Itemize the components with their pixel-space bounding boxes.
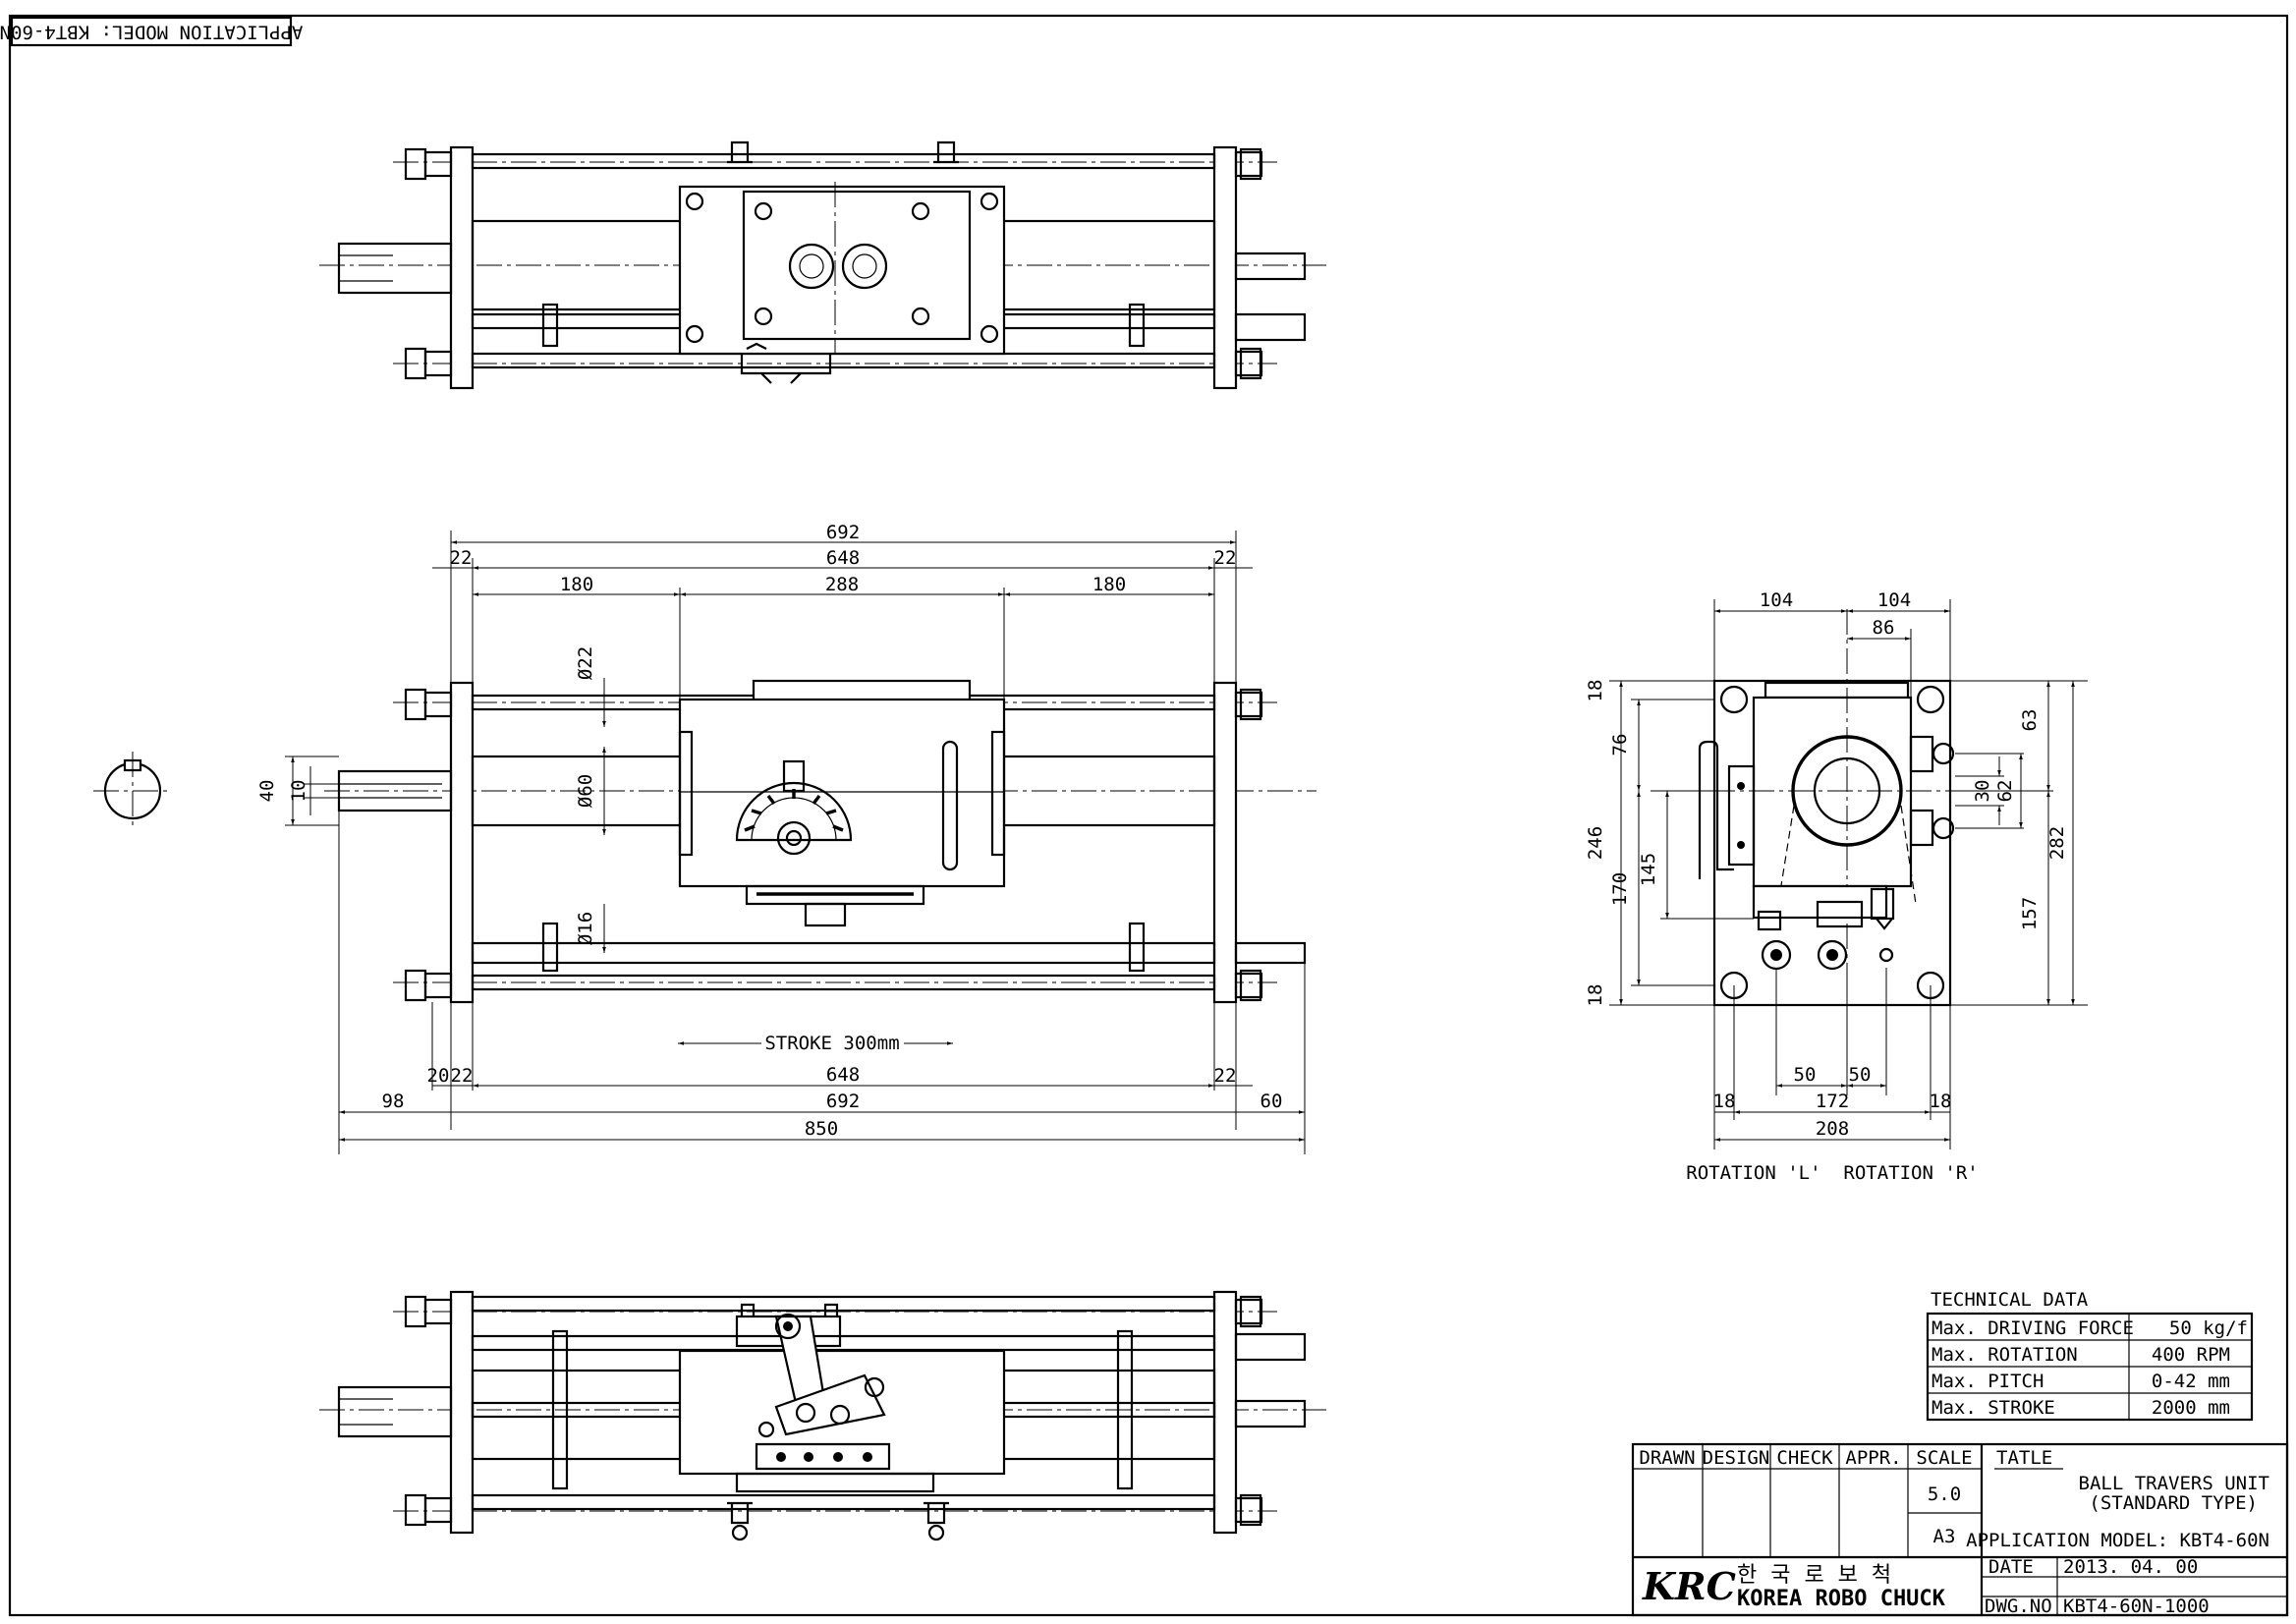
side-dim-18-bottom: 18 [1585, 984, 1606, 1007]
tech-row-label: Max. STROKE [1932, 1397, 2055, 1419]
bottom-view [319, 1290, 1326, 1541]
side-view: 104 104 86 18 76 246 170 145 18 63 [1585, 589, 2088, 1184]
side-dim-172: 172 [1816, 1091, 1849, 1112]
sheet-border [8, 14, 2289, 1617]
side-dim-30: 30 [1972, 780, 1993, 803]
rotation-label: ROTATION 'L' ROTATION 'R' [1686, 1162, 1978, 1184]
header-drawn: DRAWN [1639, 1447, 1695, 1469]
company-korean: 한 국 로 보 척 [1737, 1563, 1891, 1588]
dim-20: 20 [427, 1065, 450, 1087]
dim-288: 288 [825, 574, 859, 595]
header-check: CHECK [1776, 1447, 1833, 1469]
side-dim-76: 76 [1609, 734, 1631, 756]
dim-98: 98 [382, 1091, 405, 1112]
side-dim-145: 145 [1638, 853, 1659, 886]
side-dim-282: 282 [2046, 826, 2068, 860]
side-dim-50-right: 50 [1849, 1064, 1872, 1086]
stroke-label: STROKE 300mm [764, 1033, 899, 1054]
side-dim-18-top: 18 [1585, 680, 1606, 702]
tech-row-label: Max. PITCH [1932, 1371, 2044, 1392]
application-model: APPLICATION MODEL: KBT4-60N [1966, 1530, 2269, 1551]
dim-692-top: 692 [826, 522, 860, 543]
dim-850: 850 [805, 1118, 838, 1140]
side-dim-208: 208 [1816, 1118, 1849, 1140]
dim-648-top: 648 [826, 547, 860, 569]
dwg-value: KBT4-60N-1000 [2063, 1596, 2210, 1617]
dim-22-top-right: 22 [1214, 547, 1237, 569]
dim-60: 60 [1260, 1091, 1283, 1112]
side-dim-63: 63 [2019, 709, 2041, 732]
dim-648-bottom: 648 [826, 1064, 860, 1086]
dim-10: 10 [288, 780, 309, 803]
side-dim-157: 157 [2019, 897, 2041, 930]
side-dim-86: 86 [1873, 617, 1895, 639]
side-dim-50-left: 50 [1794, 1064, 1817, 1086]
date-label: DATE [1988, 1556, 2034, 1578]
tech-row-label: Max. ROTATION [1932, 1344, 2078, 1366]
dim-22-top-left: 22 [450, 547, 473, 569]
side-dim-104-right: 104 [1877, 589, 1911, 611]
header-appr: APPR. [1845, 1447, 1901, 1469]
dim-40: 40 [256, 780, 278, 803]
technical-data-table: TECHNICAL DATA Max. DRIVING FORCE 50 kg/… [1926, 1289, 2254, 1422]
side-dim-246: 246 [1585, 826, 1606, 860]
title-label: TATLE [1996, 1447, 2052, 1469]
date-value: 2013. 04. 00 [2063, 1556, 2198, 1578]
dim-22-bottom-left: 22 [451, 1065, 474, 1087]
dim-180-left: 180 [560, 574, 593, 595]
title-line-2: (STANDARD TYPE) [2089, 1492, 2258, 1514]
dim-180-right: 180 [1092, 574, 1126, 595]
dim-d60: Ø60 [575, 774, 596, 808]
front-view: STROKE 300mm 692 648 180 288 180 22 22 4… [93, 522, 1316, 1154]
top-view [319, 140, 1326, 390]
dim-d16: Ø16 [575, 912, 596, 945]
tech-row-value: 2000 mm [2152, 1397, 2230, 1419]
krc-logo: KRC [1642, 1564, 1736, 1608]
paper-size: A3 [1933, 1526, 1956, 1547]
tech-row-label: Max. DRIVING FORCE [1932, 1317, 2134, 1339]
side-dim-18-left: 18 [1713, 1091, 1736, 1112]
tech-row-value: 50 kg/f [2169, 1317, 2248, 1339]
dim-d22: Ø22 [575, 646, 596, 680]
dim-22-bottom-right: 22 [1214, 1065, 1237, 1087]
side-dim-170: 170 [1609, 872, 1631, 906]
header-design: DESIGN [1703, 1447, 1770, 1469]
application-stamp-text: APPLICATION MODEL: KBT4-60N [0, 22, 303, 43]
technical-data-title: TECHNICAL DATA [1931, 1289, 2089, 1311]
dwg-label: DWG.NO [1985, 1596, 2052, 1617]
side-dim-62: 62 [1994, 780, 2016, 803]
company-english: KOREA ROBO CHUCK [1737, 1587, 1946, 1611]
title-block: DRAWN DESIGN CHECK APPR. SCALE 5.0 A3 TA… [1631, 1442, 2289, 1617]
scale-value: 5.0 [1928, 1484, 1961, 1505]
tech-row-value: 400 RPM [2152, 1344, 2230, 1366]
side-dim-104-left: 104 [1760, 589, 1793, 611]
side-dim-18-right: 18 [1930, 1091, 1952, 1112]
header-scale: SCALE [1916, 1447, 1972, 1469]
application-stamp: APPLICATION MODEL: KBT4-60N [0, 16, 303, 47]
title-line-1: BALL TRAVERS UNIT [2079, 1473, 2269, 1494]
dim-692-bottom: 692 [826, 1091, 860, 1112]
tech-row-value: 0-42 mm [2152, 1371, 2230, 1392]
